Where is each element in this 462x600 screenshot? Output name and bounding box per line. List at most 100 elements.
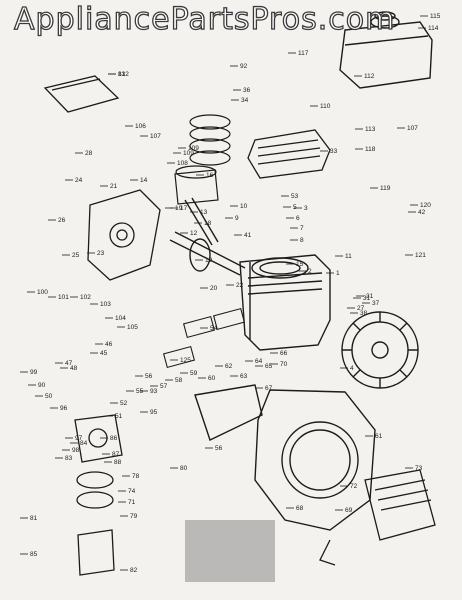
part-number-label: 3	[304, 205, 308, 212]
part-number-label: 85	[30, 551, 38, 558]
part-number-label: 6	[296, 215, 300, 222]
part-number-label: 22	[236, 282, 244, 289]
engine-block	[239, 254, 331, 351]
part-number-label: 53	[291, 193, 299, 200]
part-number-label: 86	[110, 435, 118, 442]
gaskets	[162, 307, 246, 369]
part-number-label: 72	[350, 483, 358, 490]
part-number-label: 60	[208, 375, 216, 382]
part-number-label: 56	[215, 445, 223, 452]
air-filter	[43, 75, 120, 113]
part-number-label: 117	[298, 50, 309, 57]
part-number-label: 51	[115, 413, 123, 420]
part-number-label: 48	[70, 365, 78, 372]
crankshaft	[169, 197, 246, 276]
part-number-label: 50	[45, 393, 53, 400]
part-number-label: 67	[265, 385, 273, 392]
part-number-label: 66	[280, 350, 288, 357]
part-number-label: 65	[265, 363, 273, 370]
part-number-label: 52	[120, 400, 128, 407]
carburetor	[74, 414, 123, 576]
piston-assembly	[174, 114, 231, 205]
part-number-label: 1	[336, 270, 340, 277]
part-number-label: 19	[205, 257, 213, 264]
part-number-label: 8	[300, 237, 304, 244]
part-number-label: 112	[364, 73, 375, 80]
part-number-label: 78	[132, 473, 140, 480]
part-number-label: 64	[255, 358, 263, 365]
part-number-label: 97	[75, 435, 83, 442]
fine-print-smudge	[185, 520, 275, 582]
part-number-label: 84	[80, 440, 88, 447]
part-number-label: 114	[428, 25, 439, 32]
part-number-label: 102	[80, 294, 91, 301]
part-number-label: 115	[430, 13, 441, 20]
part-number-label: 81	[30, 515, 38, 522]
part-number-label: 107	[150, 133, 161, 140]
part-number-label: 2	[308, 268, 312, 275]
part-number-label: 120	[420, 202, 431, 209]
part-number-label: 95	[150, 409, 158, 416]
part-number-label: 38	[360, 310, 368, 317]
part-number-label: 125	[180, 357, 191, 364]
part-number-label: 7	[300, 225, 304, 232]
part-number-label: 23	[97, 250, 105, 257]
cylinder-head	[247, 129, 331, 179]
part-number-label: 119	[380, 185, 391, 192]
part-number-label: 79	[130, 513, 138, 520]
part-number-label: 21	[110, 183, 118, 190]
part-number-label: 98	[72, 447, 80, 454]
part-number-label: 41	[244, 232, 252, 239]
part-number-label: 83	[65, 455, 73, 462]
part-number-label: 56	[145, 373, 153, 380]
part-number-label: 26	[58, 217, 66, 224]
part-number-label: 17	[180, 205, 188, 212]
part-number-label: 108	[177, 160, 188, 167]
part-number-label: 10	[240, 203, 248, 210]
part-number-label: 57	[160, 383, 168, 390]
part-number-label: 103	[100, 301, 111, 308]
part-number-label: 34	[241, 97, 249, 104]
part-number-label: 5	[293, 204, 297, 211]
part-number-label: 58	[175, 377, 183, 384]
part-number-label: 100	[37, 289, 48, 296]
part-number-label: 59	[190, 370, 198, 377]
flywheel	[341, 311, 419, 389]
crankcase-cover	[87, 189, 161, 281]
part-number-label: 15	[296, 261, 304, 268]
part-number-label: 61	[375, 433, 383, 440]
part-number-label: 19	[175, 205, 183, 212]
part-number-label: 81	[118, 71, 126, 78]
part-number-label: 31	[363, 295, 371, 302]
part-number-label: 42	[418, 209, 426, 216]
part-number-label: 121	[415, 252, 426, 259]
part-number-label: 109	[188, 145, 199, 152]
part-number-label: 82	[130, 567, 138, 574]
part-number-label: 109	[183, 150, 194, 157]
recoil-starter	[319, 469, 436, 566]
part-number-label: 69	[345, 507, 353, 514]
part-number-label: 24	[75, 177, 83, 184]
part-number-label: 118	[365, 146, 376, 153]
part-number-label: 45	[100, 350, 108, 357]
part-number-label: 54	[210, 325, 218, 332]
part-number-label: 87	[112, 451, 120, 458]
part-number-label: 68	[296, 505, 304, 512]
part-number-label: 33	[330, 148, 338, 155]
part-number-label: 96	[60, 405, 68, 412]
part-number-label: 93	[150, 388, 158, 395]
part-number-label: 11	[345, 253, 352, 260]
part-number-label: 18	[204, 220, 212, 227]
part-number-label: 37	[372, 300, 380, 307]
part-number-label: 105	[127, 324, 138, 331]
part-number-label: 14	[140, 177, 148, 184]
part-number-label: 107	[407, 125, 418, 132]
part-number-label: 63	[240, 373, 248, 380]
part-number-label: 27	[357, 305, 365, 312]
part-number-label: 28	[85, 150, 93, 157]
part-number-label: 90	[38, 382, 46, 389]
part-number-label: 110	[320, 103, 331, 110]
part-number-label: 92	[240, 63, 248, 70]
